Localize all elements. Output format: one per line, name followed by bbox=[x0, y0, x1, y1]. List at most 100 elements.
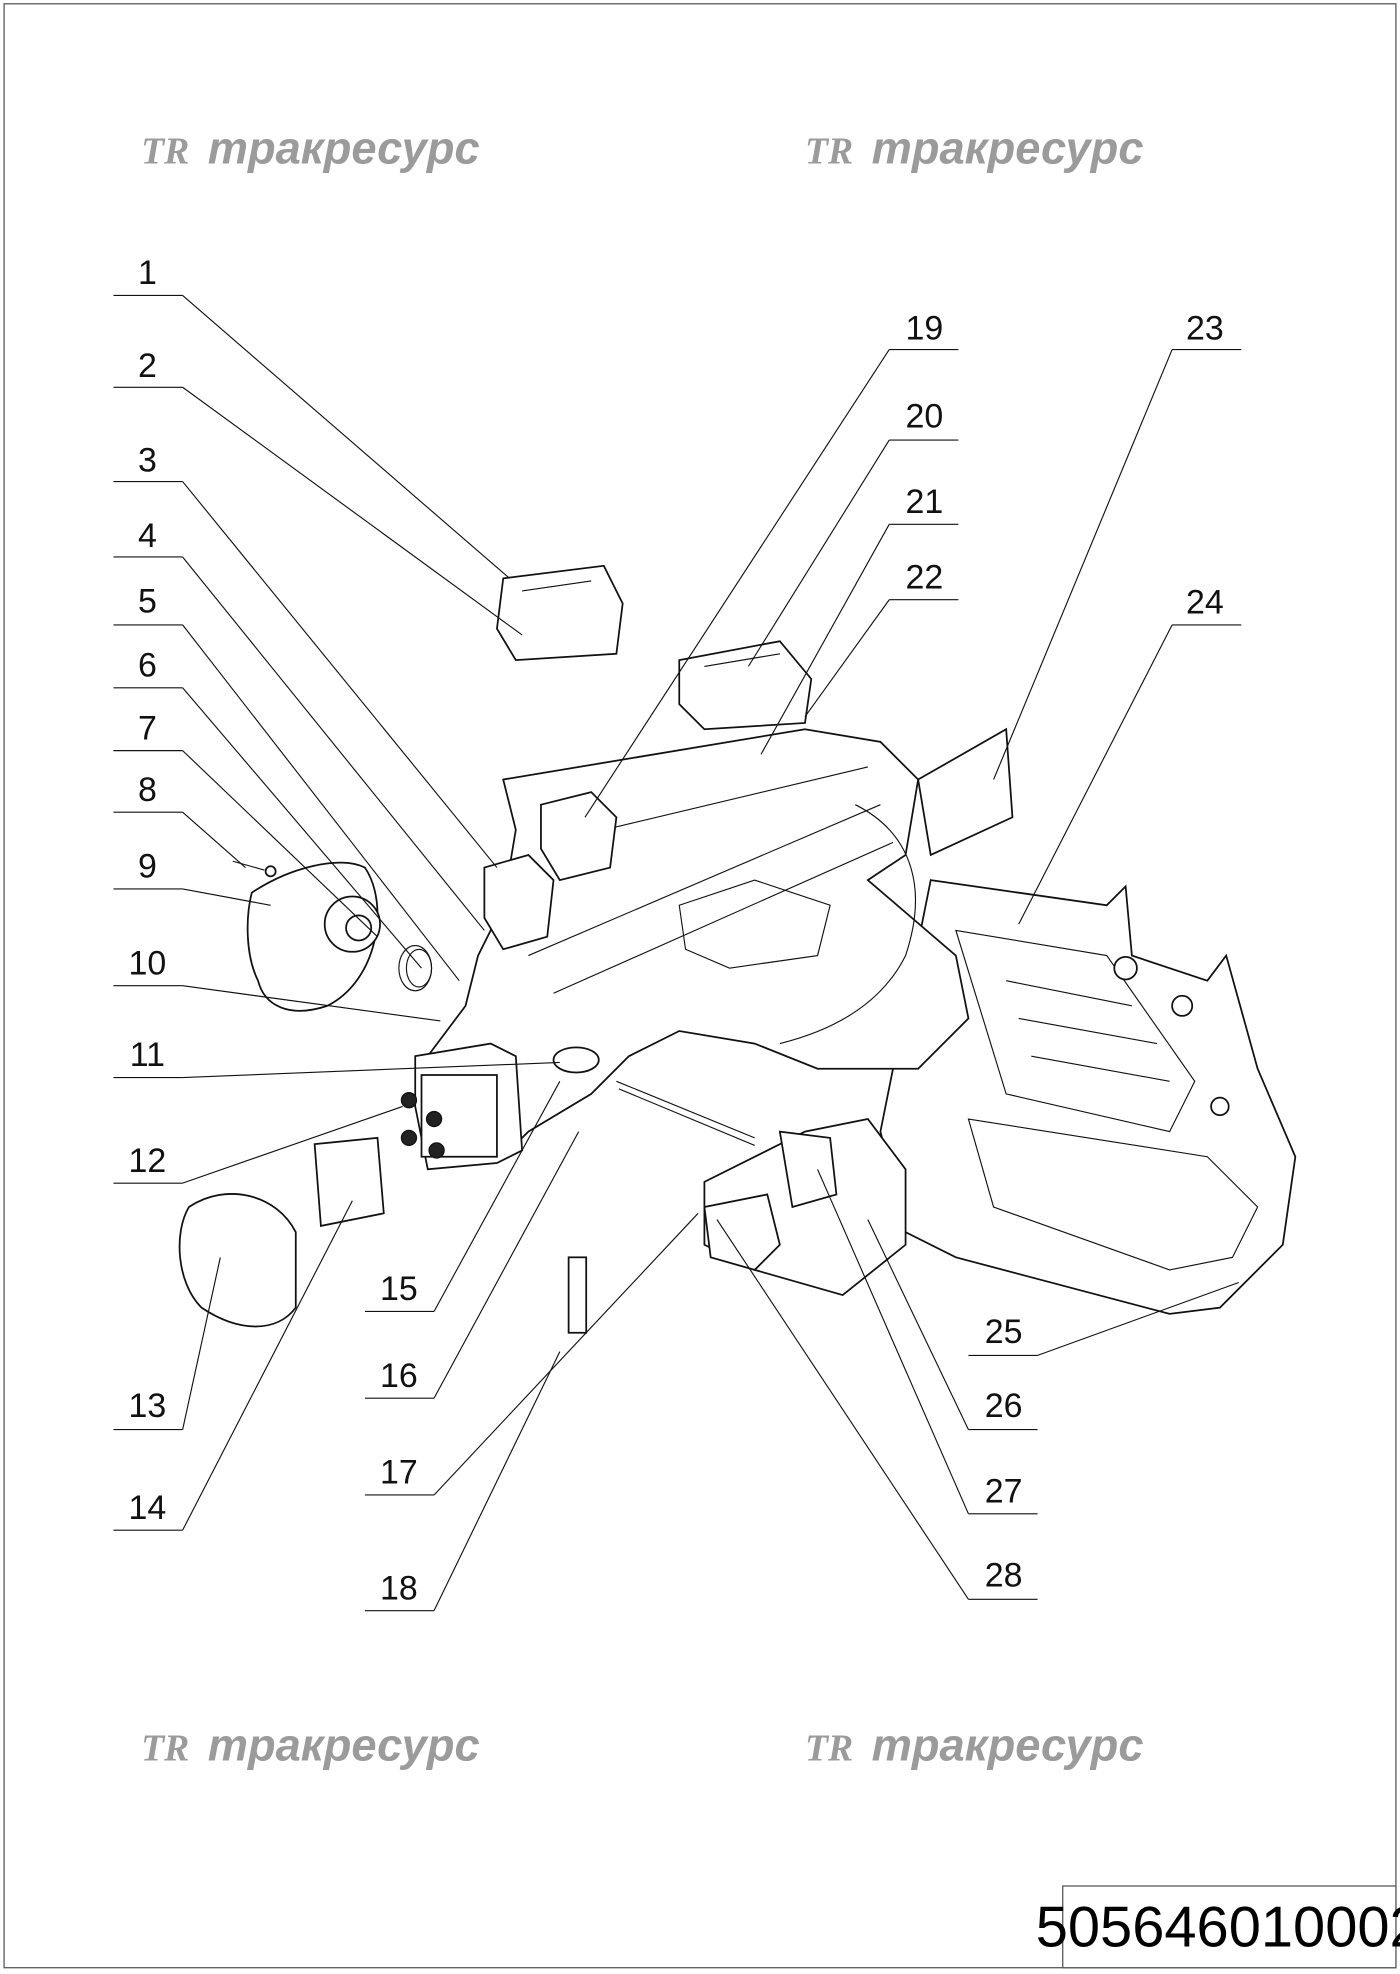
callout-leader-line bbox=[182, 1105, 403, 1184]
callout-15: 15 bbox=[364, 1081, 561, 1312]
callout-9: 9 bbox=[113, 848, 271, 906]
callout-leader-line bbox=[433, 1212, 699, 1496]
callout-20: 20 bbox=[747, 397, 959, 667]
callout-leader-line bbox=[182, 985, 441, 1022]
svg-text:TR: TR bbox=[805, 130, 853, 172]
callout-number: 15 bbox=[380, 1270, 418, 1308]
callout-leader-line bbox=[433, 1081, 561, 1312]
svg-text:TR: TR bbox=[805, 1727, 853, 1769]
watermark-2: TR тракресурс bbox=[805, 122, 1144, 173]
callout-3: 3 bbox=[113, 441, 498, 868]
callout-leader-line bbox=[747, 439, 890, 667]
callout-13: 13 bbox=[113, 1257, 221, 1431]
callout-number: 5 bbox=[138, 582, 157, 620]
callout-number: 1 bbox=[138, 254, 157, 292]
callout-number: 21 bbox=[906, 483, 944, 521]
callout-22: 22 bbox=[804, 558, 959, 718]
callout-26: 26 bbox=[867, 1219, 1038, 1431]
svg-text:тракресурс: тракресурс bbox=[872, 1719, 1144, 1770]
callout-number: 2 bbox=[138, 347, 157, 385]
callout-leader-line bbox=[716, 1219, 969, 1600]
callout-leader-line bbox=[584, 349, 890, 818]
callout-leader-line bbox=[433, 1351, 561, 1611]
svg-text:TR: TR bbox=[141, 130, 189, 172]
watermark-4: TR тракресурс bbox=[805, 1719, 1144, 1770]
drawing-number: 505646010002 bbox=[1036, 1895, 1400, 1959]
callout-6: 6 bbox=[113, 646, 422, 969]
callout-number: 23 bbox=[1186, 309, 1224, 347]
callout-leader-line bbox=[182, 1061, 560, 1079]
callout-number: 27 bbox=[985, 1473, 1023, 1511]
callout-leader-line bbox=[182, 687, 422, 969]
callout-14: 14 bbox=[113, 1200, 353, 1531]
callout-leader-line bbox=[182, 811, 246, 868]
callout-19: 19 bbox=[584, 309, 959, 818]
watermark-1: TR тракресурс bbox=[141, 122, 480, 173]
callout-leader-line bbox=[182, 556, 485, 931]
callout-number: 3 bbox=[138, 441, 157, 479]
callout-27: 27 bbox=[817, 1169, 1038, 1515]
callout-8: 8 bbox=[113, 771, 246, 868]
callout-leader-line bbox=[182, 1200, 353, 1531]
callout-labels: 1234567891011121314151617181920212223242… bbox=[113, 254, 1242, 1612]
watermark-3: TR тракресурс bbox=[141, 1719, 480, 1770]
cover-part-13 bbox=[178, 1193, 297, 1328]
panel-part-23 bbox=[917, 727, 1014, 857]
pedal-part-1 bbox=[496, 564, 624, 662]
pedal-part-20 bbox=[678, 640, 813, 731]
callout-number: 4 bbox=[138, 517, 157, 555]
callout-25: 25 bbox=[968, 1281, 1239, 1356]
callout-leader-line bbox=[1037, 1281, 1239, 1356]
box-part-14 bbox=[313, 1136, 385, 1227]
callout-leader-line bbox=[182, 624, 460, 982]
callout-12: 12 bbox=[113, 1105, 403, 1184]
callout-number: 14 bbox=[129, 1489, 167, 1527]
callout-number: 20 bbox=[906, 397, 944, 435]
callout-leader-line bbox=[993, 349, 1173, 780]
callout-leader-line bbox=[1018, 624, 1173, 925]
callout-24: 24 bbox=[1018, 584, 1242, 925]
callout-leader-line bbox=[182, 888, 271, 906]
callout-number: 17 bbox=[380, 1454, 418, 1492]
callout-leader-line bbox=[433, 1131, 580, 1399]
callout-16: 16 bbox=[364, 1131, 580, 1399]
svg-text:тракресурс: тракресурс bbox=[872, 122, 1144, 173]
callout-number: 10 bbox=[129, 944, 167, 982]
callout-number: 9 bbox=[138, 848, 157, 886]
callout-leader-line bbox=[817, 1169, 969, 1515]
callout-1: 1 bbox=[113, 254, 510, 579]
callout-11: 11 bbox=[113, 1036, 560, 1079]
callout-number: 6 bbox=[138, 646, 157, 684]
callout-number: 18 bbox=[380, 1569, 418, 1607]
svg-text:тракресурс: тракресурс bbox=[208, 122, 480, 173]
callout-leader-line bbox=[760, 524, 890, 755]
title-block: 505646010002 bbox=[1036, 1885, 1400, 1969]
callout-number: 25 bbox=[985, 1313, 1023, 1351]
callout-leader-line bbox=[182, 295, 510, 579]
machine-assembly bbox=[178, 564, 1297, 1334]
callout-number: 26 bbox=[985, 1387, 1023, 1425]
callout-number: 12 bbox=[129, 1142, 167, 1180]
callout-leader-line bbox=[182, 1257, 221, 1430]
callout-number: 7 bbox=[138, 709, 157, 747]
callout-23: 23 bbox=[993, 309, 1242, 780]
callout-18: 18 bbox=[364, 1351, 561, 1612]
callout-4: 4 bbox=[113, 517, 485, 931]
callout-leader-line bbox=[867, 1219, 969, 1430]
callout-number: 16 bbox=[380, 1357, 418, 1395]
callout-leader-line bbox=[182, 481, 498, 868]
callout-number: 8 bbox=[138, 771, 157, 809]
callout-number: 22 bbox=[906, 558, 944, 596]
svg-text:TR: TR bbox=[141, 1727, 189, 1769]
callout-number: 24 bbox=[1186, 584, 1224, 622]
drawing-frame bbox=[3, 3, 1397, 1969]
callout-10: 10 bbox=[113, 944, 441, 1022]
callout-number: 11 bbox=[130, 1036, 165, 1074]
callout-5: 5 bbox=[113, 582, 460, 982]
callout-number: 19 bbox=[906, 309, 944, 347]
callout-21: 21 bbox=[760, 483, 959, 755]
callout-leader-line bbox=[182, 386, 523, 636]
svg-text:тракресурс: тракресурс bbox=[208, 1719, 480, 1770]
callout-leader-line bbox=[182, 750, 378, 938]
